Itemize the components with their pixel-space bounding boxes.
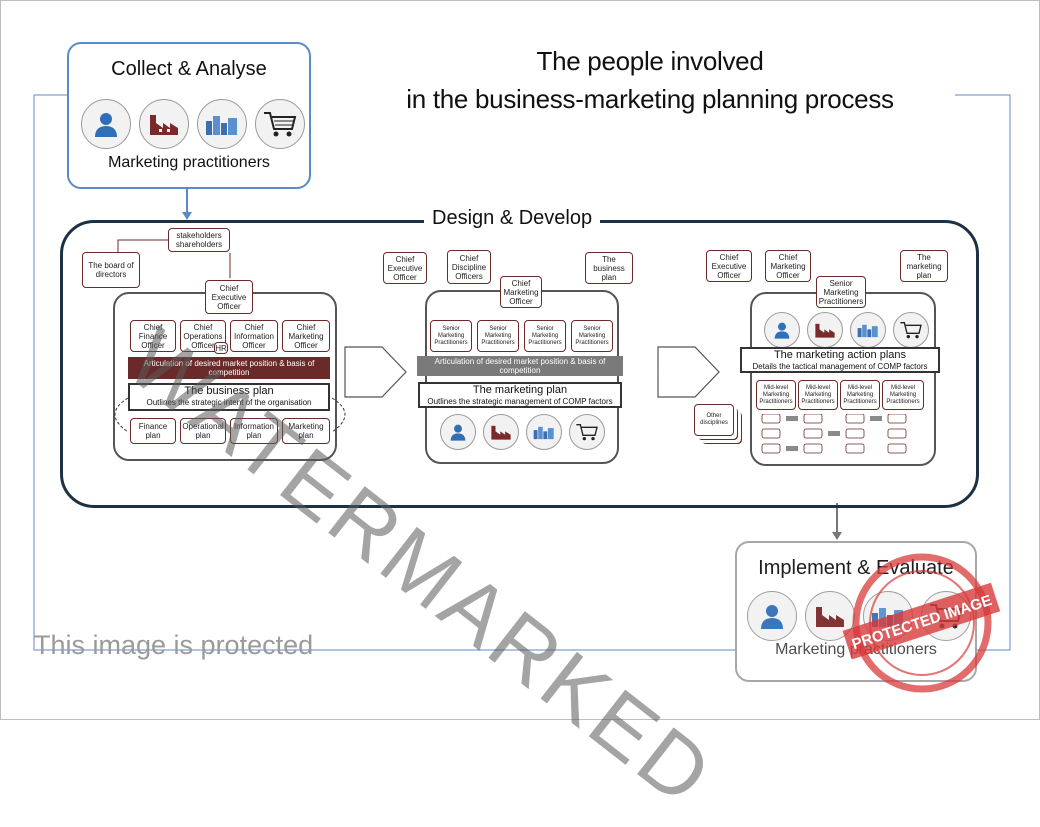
action-plans-title: The marketing action plans — [773, 349, 907, 361]
city-icon — [197, 99, 247, 149]
panel2-icon-row — [440, 414, 605, 450]
protected-notice: This image is protected — [34, 630, 314, 660]
city-icon — [526, 414, 562, 450]
city-icon — [850, 312, 886, 348]
factory-icon — [483, 414, 519, 450]
cmo-box: Chief Marketing Officer — [765, 250, 811, 282]
marketing-plan-box: The marketing plan Outlines the strategi… — [418, 382, 622, 408]
action-plans-subtitle: Details the tactical management of COMP … — [752, 362, 928, 371]
board-box: The board of directors — [82, 252, 140, 288]
business-plan-input-box: The business plan — [585, 252, 633, 284]
feedback-arrows — [114, 397, 346, 433]
business-plan-subtitle: Outlines the strategic intent of the org… — [146, 398, 312, 407]
senior-practitioner-box: Senior Marketing Practitioners — [571, 320, 613, 352]
midlevel-practitioner-box: Mid-level Marketing Practitioners — [756, 380, 796, 410]
panel1-links — [117, 239, 231, 278]
cmo-box: Chief Marketing Officer — [500, 276, 542, 308]
person-icon — [764, 312, 800, 348]
factory-icon — [139, 99, 189, 149]
business-plan-title: The business plan — [184, 385, 274, 397]
connector-lines — [33, 94, 1011, 651]
action-plans-box: The marketing action plans Details the t… — [740, 347, 940, 373]
person-icon — [440, 414, 476, 450]
senior-practitioner-box: Senior Marketing Practitioners — [477, 320, 519, 352]
business-plan-box: The business plan Outlines the strategic… — [128, 383, 330, 411]
midlevel-practitioner-box: Mid-level Marketing Practitioners — [840, 380, 880, 410]
midlevel-practitioner-box: Mid-level Marketing Practitioners — [882, 380, 924, 410]
shopping-cart-icon — [893, 312, 929, 348]
sub-plan-box: Marketing plan — [282, 418, 330, 444]
panel3-icon-row — [764, 312, 929, 348]
articulation-bar: Articulation of desired market position … — [417, 356, 623, 376]
officer-box: Chief Finance Officer — [130, 320, 176, 352]
ceo-box: Chief Executive Officer — [205, 280, 253, 314]
action-grid — [761, 414, 907, 454]
marketing-plan-subtitle: Outlines the strategic management of COM… — [427, 397, 613, 406]
sub-plan-box: Operational plan — [180, 418, 226, 444]
collect-subtitle: Marketing practitioners — [108, 154, 270, 171]
marketing-plan-title: The marketing plan — [472, 384, 568, 396]
hr-box: HR — [214, 342, 228, 354]
shopping-cart-icon — [255, 99, 305, 149]
chevron-right-icon — [657, 346, 720, 398]
senior-practitioner-box: Senior Marketing Practitioners — [816, 276, 866, 308]
person-icon — [81, 99, 131, 149]
collect-heading: Collect & Analyse — [111, 58, 267, 80]
other-disciplines-box: Other disciplines — [694, 404, 734, 436]
person-icon — [747, 591, 797, 641]
articulation-bar: Articulation of desired market position … — [128, 357, 330, 379]
stakeholders-box: stakeholders shareholders — [168, 228, 230, 252]
officer-box: Chief Operations Officer — [180, 320, 226, 352]
senior-practitioner-box: Senior Marketing Practitioners — [430, 320, 472, 352]
collect-analyse-box: Collect & Analyse Marketing practitioner… — [67, 42, 311, 189]
chevron-right-icon — [344, 346, 407, 398]
officer-box: Chief Marketing Officer — [282, 320, 330, 352]
factory-icon — [807, 312, 843, 348]
discipline-officers-box: Chief Discipline Officers — [447, 250, 491, 284]
design-heading: Design & Develop — [424, 207, 601, 230]
shopping-cart-icon — [569, 414, 605, 450]
collect-icon-row — [81, 99, 305, 149]
midlevel-practitioner-box: Mid-level Marketing Practitioners — [798, 380, 838, 410]
sub-plan-box: Information plan — [230, 418, 278, 444]
marketing-plan-input-box: The marketing plan — [900, 250, 948, 282]
diagram-title: The people involved in the business-mark… — [340, 42, 960, 118]
ceo-box: Chief Executive Officer — [706, 250, 752, 282]
title-line-2: in the business-marketing planning proce… — [406, 84, 894, 114]
sub-plan-box: Finance plan — [130, 418, 176, 444]
protected-stamp-icon: PROTECTED IMAGE — [842, 553, 1001, 693]
ceo-box: Chief Executive Officer — [383, 252, 427, 284]
senior-practitioner-box: Senior Marketing Practitioners — [524, 320, 566, 352]
officer-box: Chief Information Officer — [230, 320, 278, 352]
title-line-1: The people involved — [536, 46, 764, 76]
